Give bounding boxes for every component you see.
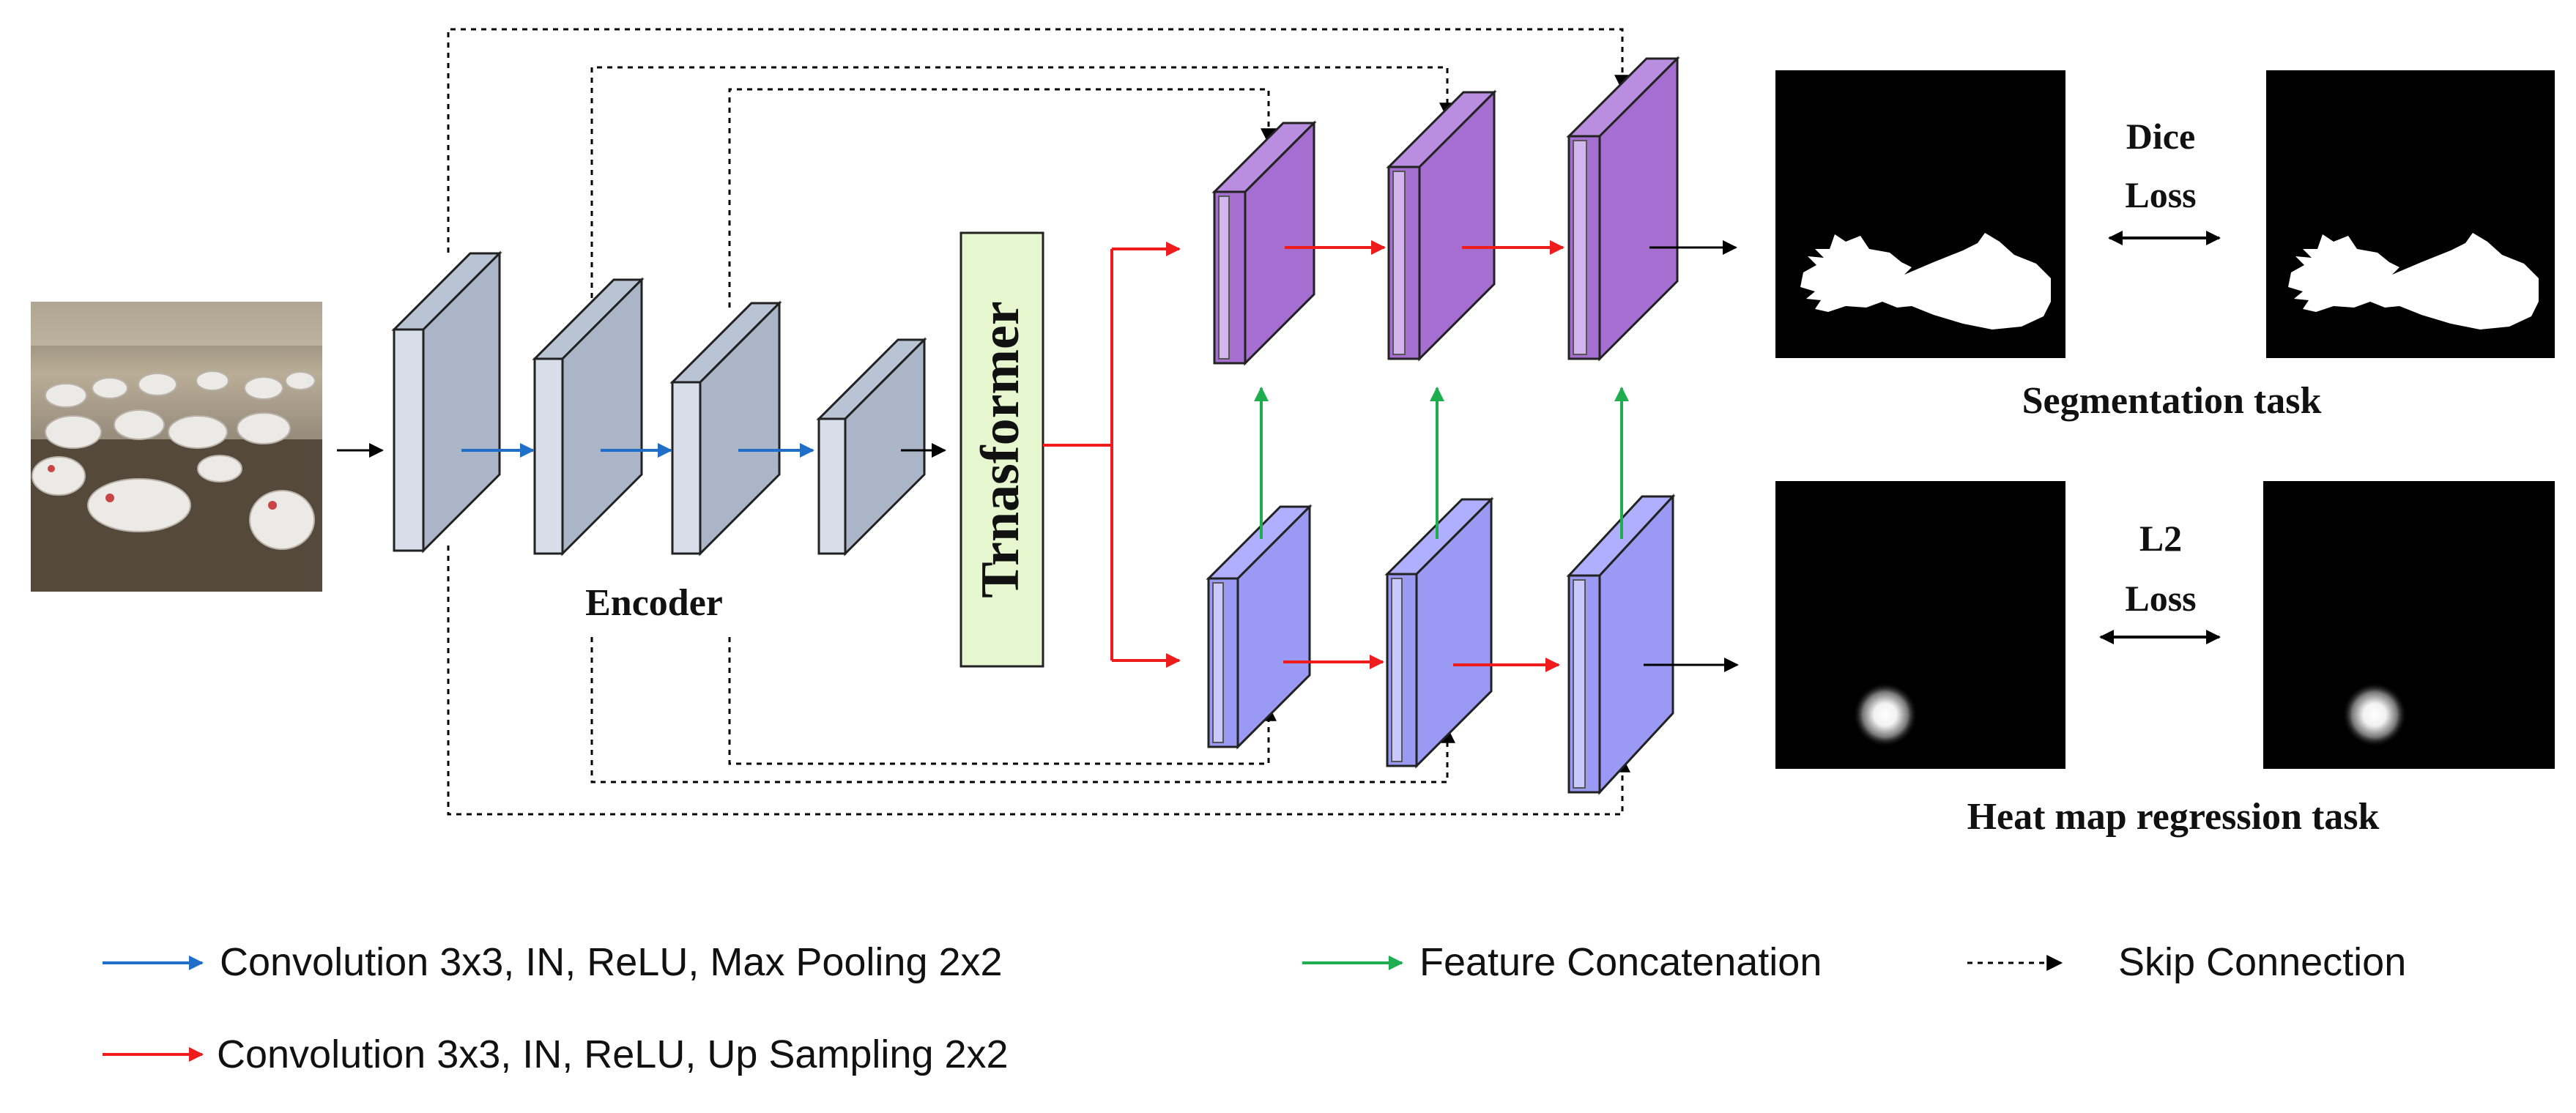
skip-top-inner <box>728 88 1277 308</box>
heat-block-3 <box>1566 494 1676 795</box>
transformer-split <box>1043 242 1181 668</box>
legend-red-text: Convolution 3x3, IN, ReLU, Up Sampling 2… <box>217 1032 1009 1076</box>
skip-bottom-inner <box>728 637 1277 765</box>
seg-prediction-mask <box>1775 70 2065 358</box>
seg-block-1 <box>1211 120 1317 366</box>
segmentation-task-label: Segmentation task <box>2022 380 2322 422</box>
heatmap-groundtruth <box>2263 481 2555 769</box>
l2-label-1: L2 <box>2139 518 2182 559</box>
legend-green-text: Feature Concatenation <box>1419 940 1822 984</box>
dice-label-2: Loss <box>2125 174 2196 215</box>
heat-block-1 <box>1206 504 1313 750</box>
heatmap-prediction <box>1775 481 2065 769</box>
encoder-block-4 <box>816 337 927 556</box>
legend: Convolution 3x3, IN, ReLU, Max Pooling 2… <box>103 940 2406 1076</box>
encoder-block-3 <box>669 300 782 556</box>
skip-connections <box>447 28 1630 816</box>
seg-block-2 <box>1386 89 1497 362</box>
transformer-label: Trnasformer <box>970 301 1031 598</box>
legend-blue-text: Convolution 3x3, IN, ReLU, Max Pooling 2… <box>220 940 1003 984</box>
seg-block-3 <box>1566 56 1680 362</box>
heatmap-task-label: Heat map regression task <box>1967 796 2380 838</box>
skip-top-middle <box>590 66 1455 319</box>
feature-concat-arrows <box>1254 387 1629 539</box>
skip-bottom-middle <box>590 637 1455 783</box>
seg-groundtruth-mask <box>2266 70 2555 358</box>
skip-top-outer <box>447 28 1630 253</box>
encoder-block-1 <box>391 250 502 554</box>
legend-skip-text: Skip Connection <box>2118 940 2406 984</box>
l2-label-2: Loss <box>2125 578 2196 619</box>
heat-upsample-arrows <box>1283 655 1560 672</box>
skip-bottom-outer <box>447 546 1630 816</box>
encoder-block-2 <box>532 277 645 556</box>
encoder-label: Encoder <box>585 582 723 624</box>
transformer-box <box>959 231 1044 668</box>
dice-label-1: Dice <box>2126 116 2195 157</box>
input-image <box>31 302 322 592</box>
heat-block-2 <box>1384 496 1494 769</box>
